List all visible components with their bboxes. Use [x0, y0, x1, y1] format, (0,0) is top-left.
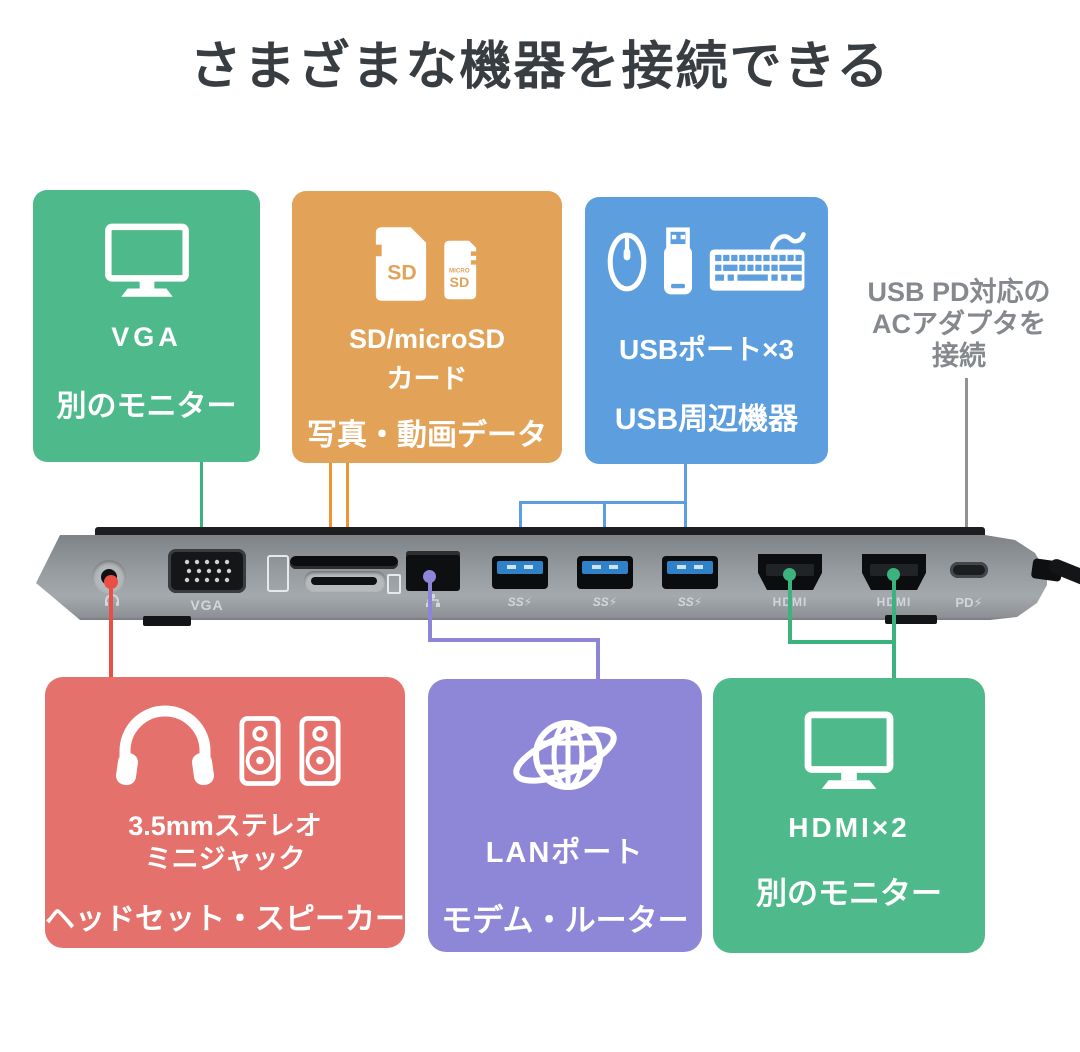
connector-hdmi-dot1	[783, 568, 796, 581]
card-headset-port-label-line1: 3.5mmステレオ	[128, 811, 322, 841]
svg-text:SD: SD	[450, 275, 470, 291]
connector-lan-dot	[423, 570, 436, 583]
globe-icon	[507, 703, 623, 807]
card-usb-device-label: USB周辺機器	[614, 403, 799, 436]
connector-headset-dot	[104, 575, 118, 589]
usb-flash-drive-icon	[659, 227, 697, 302]
sd-card-icon: SD	[372, 225, 430, 308]
connector-pd	[965, 378, 968, 555]
microsd-card-icon: MICRO SD	[442, 239, 482, 306]
card-vga: VGA 別のモニター	[33, 190, 260, 462]
card-hdmi: HDMI×2 別のモニター	[713, 678, 985, 953]
connector-headset	[109, 582, 113, 678]
pd-note-line2: ACアダプタを	[872, 309, 1046, 339]
card-usb: USBポート×3 USB周辺機器	[585, 197, 828, 464]
card-headset-port-label-line2: ミニジャック	[144, 844, 306, 874]
card-sd: SD MICRO SD SD/microSD カード 写真・動画データ	[292, 191, 562, 463]
card-vga-port-label: VGA	[111, 322, 182, 352]
sd-slot	[290, 556, 398, 569]
usb-port-label-2: SS⚡	[592, 595, 618, 609]
connector-sd-2	[346, 463, 349, 576]
pd-note-line3: 接続	[932, 341, 986, 371]
usb-a-port-1	[492, 556, 548, 589]
headphones-icon	[109, 705, 221, 792]
pd-note-line1: USB PD対応の	[867, 277, 1051, 307]
card-sd-port-label-line1: SD/microSD	[348, 324, 506, 354]
card-sd-port-label-line2: カード	[386, 364, 468, 394]
usb-c-cable	[1046, 556, 1080, 589]
card-headset-device-label: ヘッドセット・スピーカー	[45, 903, 405, 936]
sd-card-printed-icon	[267, 555, 289, 592]
usb-port-label-1: SS⚡	[507, 595, 533, 609]
connector-lan-v2	[596, 638, 600, 681]
card-hdmi-device-label: 別のモニター	[756, 876, 942, 911]
svg-text:MICRO: MICRO	[449, 268, 470, 275]
usb-a-port-2	[577, 556, 633, 589]
card-lan: LANポート モデム・ルーター	[428, 679, 702, 952]
pd-note: USB PD対応の ACアダプタを 接続	[845, 276, 1073, 372]
usb-port-label-3: SS⚡	[677, 595, 703, 609]
monitor-icon	[800, 710, 898, 790]
microsd-slot	[311, 577, 377, 585]
vga-port-label: VGA	[190, 597, 224, 613]
card-usb-port-label: USBポート×3	[618, 334, 795, 365]
connector-usb-stem	[684, 464, 687, 558]
monitor-icon	[101, 222, 193, 298]
card-lan-port-label: LANポート	[485, 837, 645, 869]
pd-port-label: PD⚡	[955, 595, 983, 610]
card-hdmi-port-label: HDMI×2	[788, 812, 910, 843]
connector-hdmi-dot2	[887, 568, 900, 581]
usb-c-pd-port	[950, 562, 988, 578]
card-sd-device-label: 写真・動画データ	[307, 419, 547, 452]
mouse-icon	[606, 229, 648, 300]
usb-a-port-3	[662, 556, 718, 589]
dock-top-edge	[95, 527, 985, 538]
keyboard-icon	[708, 229, 808, 300]
card-lan-device-label: モデム・ルーター	[441, 903, 689, 938]
connector-hdmi-h	[788, 640, 896, 644]
svg-text:SD: SD	[387, 260, 417, 284]
connector-hdmi-v1	[788, 574, 792, 644]
dock-foot-right	[885, 615, 937, 624]
connector-lan-v1	[428, 576, 432, 642]
card-headset: 3.5mmステレオ ミニジャック ヘッドセット・スピーカー	[45, 677, 405, 948]
card-vga-device-label: 別のモニター	[56, 390, 237, 423]
connector-vga	[200, 462, 203, 556]
connector-lan-h	[428, 638, 600, 642]
connector-hdmi-v2	[892, 574, 896, 680]
connector-sd-1	[329, 463, 332, 554]
dock-foot-left	[143, 616, 191, 626]
microsd-printed-icon	[387, 574, 401, 594]
speaker-icon	[239, 715, 281, 792]
page-title: さまざまな機器を接続できる	[189, 38, 891, 96]
vga-port	[168, 549, 246, 593]
speaker-icon	[299, 715, 341, 792]
